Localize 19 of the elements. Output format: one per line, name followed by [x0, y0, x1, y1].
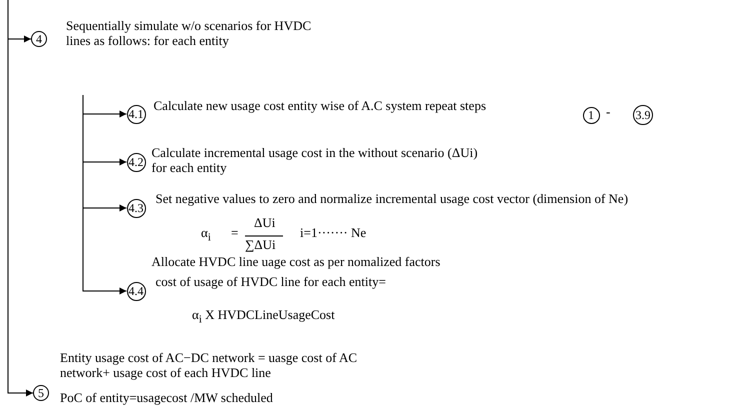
step-description: Calculate new usage cost entity wise of A.C system repeat steps — [154, 98, 488, 112]
formula-range: i=1······· Ne — [300, 225, 366, 240]
formula-denominator: ∑ΔUi — [245, 237, 276, 252]
formula-symbol: α$_{i}$ — [201, 225, 211, 246]
formula-symbol: = — [231, 225, 238, 240]
step-description: PoC of entity=usagecost /MW scheduled — [60, 390, 274, 405]
step-circle: 1 — [582, 106, 600, 124]
formula-text: α$_{i}$ X HVDCLineUsageCost — [192, 307, 335, 328]
dash-text: - — [606, 104, 610, 119]
step-description: Entity usage cost of AC−DC network = uasge cost of AC network+ usage cost of each HVDC line — [60, 350, 358, 380]
arrow — [82, 94, 127, 294]
arrow — [8, 0, 34, 396]
step-description: Set negative values to zero and normalize incremental usage cost vector (dimension of Ne) — [156, 190, 630, 206]
step-description: cost of usage of HVDC line for each entity= — [156, 274, 387, 288]
step-circle: 3.9 — [633, 105, 653, 125]
step-description: Calculate incremental usage cost in the without scenario (ΔUi) for each entity — [152, 144, 479, 174]
formula-numerator: ΔUi — [254, 215, 276, 230]
step-description: Allocate HVDC line uage cost as per nomalized factors — [152, 254, 442, 268]
step-description: Sequentially simulate w/o scenarios for HVDC lines as follows: for each entity — [66, 18, 312, 48]
